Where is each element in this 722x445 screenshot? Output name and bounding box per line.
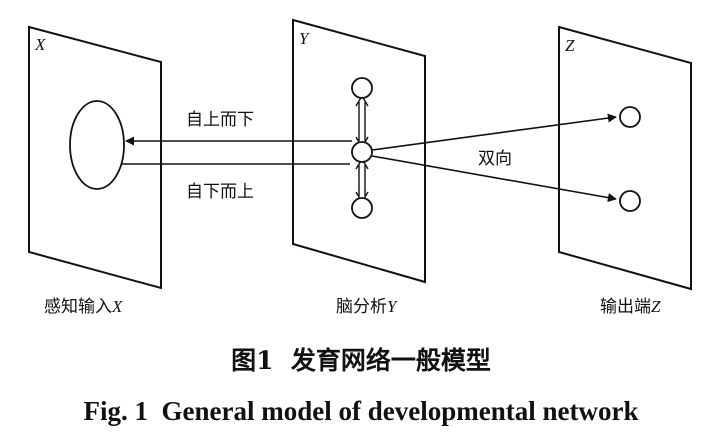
panel-z: Z bbox=[558, 25, 692, 291]
y-neuron-bottom bbox=[351, 197, 373, 219]
panel-x-label: 感知输入X bbox=[44, 297, 123, 317]
bidirectional-label: 双向 bbox=[478, 149, 512, 169]
top-down-label: 自上而下 bbox=[186, 110, 254, 130]
panel-y-letter: Y bbox=[299, 29, 310, 48]
caption-chinese: 图1 发育网络一般模型 bbox=[231, 346, 491, 375]
y-neuron-top bbox=[351, 77, 373, 99]
bidirectional-arrow-lower bbox=[363, 150, 617, 203]
z-neuron-lower bbox=[619, 190, 641, 212]
panel-x: X bbox=[28, 25, 162, 290]
panel-z-letter: Z bbox=[565, 36, 575, 55]
panel-z-plane bbox=[558, 25, 692, 291]
panel-z-label: 输出端Z bbox=[600, 297, 661, 317]
z-neuron-upper bbox=[619, 106, 641, 128]
panel-x-letter: X bbox=[34, 35, 46, 54]
sensory-receptive-field bbox=[69, 100, 125, 190]
bidirectional-arrow-upper bbox=[363, 113, 617, 156]
bottom-up-label: 自下而上 bbox=[186, 182, 254, 202]
panel-y-label: 脑分析Y bbox=[336, 297, 398, 317]
caption-english: Fig. 1 General model of developmental ne… bbox=[84, 396, 639, 426]
y-neuron-center bbox=[351, 141, 373, 163]
